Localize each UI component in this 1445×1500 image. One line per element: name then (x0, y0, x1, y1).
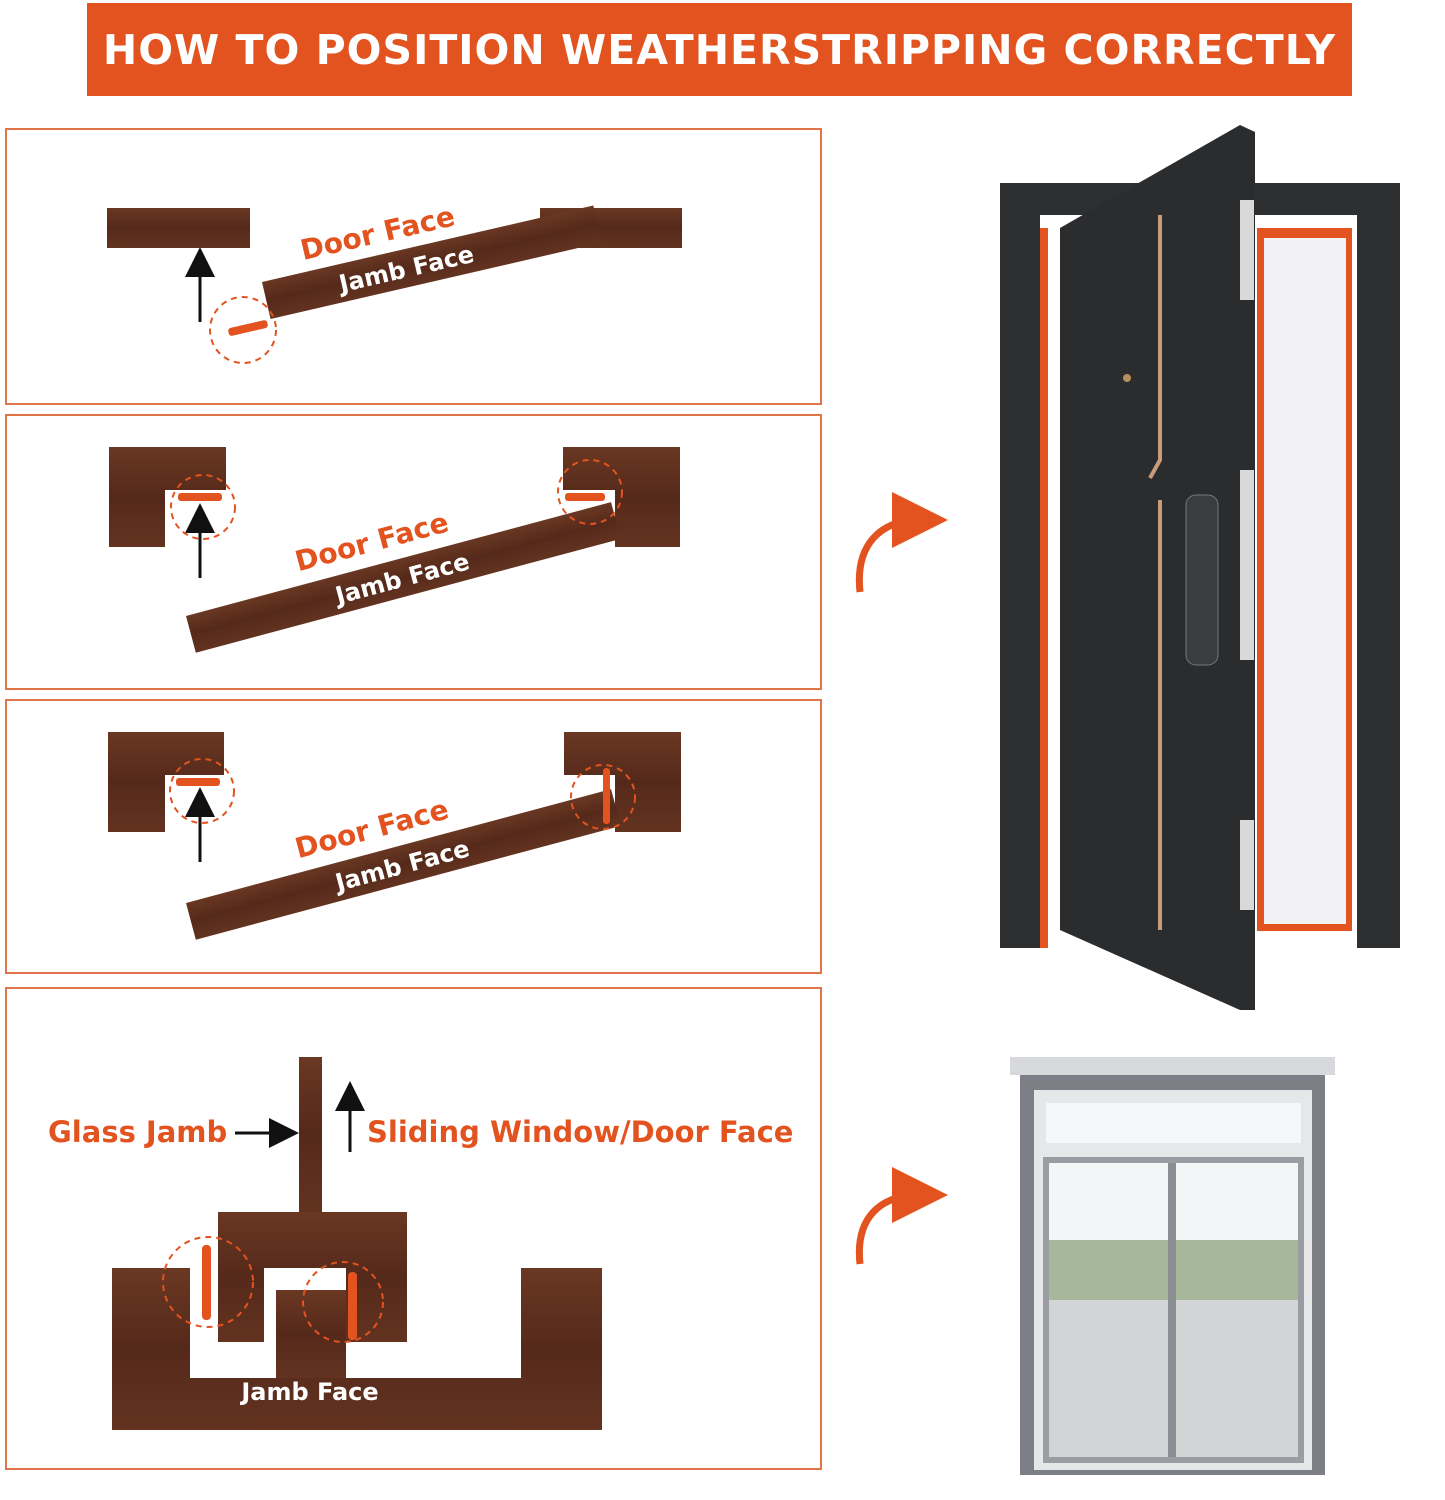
highlight-circle (169, 758, 235, 824)
highlight-circle (162, 1236, 254, 1328)
panel-4-diagram: Jamb Face Glass Jamb Sliding Window/Door… (48, 1057, 793, 1430)
door-bar (262, 205, 602, 320)
door-leaf (1060, 125, 1255, 1010)
highlight-circle (170, 474, 236, 540)
frame-block-left (109, 447, 226, 547)
frame-block-left (107, 208, 250, 248)
frame-block-left (108, 732, 224, 832)
weatherstrip (565, 493, 605, 501)
glass-jamb-label: Glass Jamb (48, 1115, 227, 1149)
weatherstrip (348, 1272, 357, 1340)
sliding-face-label: Sliding Window/Door Face (367, 1115, 793, 1149)
title-banner: HOW TO POSITION WEATHERSTRIPPING CORRECT… (87, 3, 1352, 96)
jamb-channel (112, 1268, 602, 1430)
sliding-sash (218, 1212, 407, 1342)
curved-arrow-icon (855, 492, 948, 593)
weatherstrip (176, 778, 220, 786)
panel-4-frame (5, 987, 822, 1470)
panel-3-diagram: Jamb Face Door Face (108, 732, 681, 940)
weatherstrip (178, 493, 222, 501)
panel-2-diagram: Jamb Face Door Face (109, 447, 680, 653)
highlight-circle (570, 764, 636, 830)
highlight-circle (302, 1261, 384, 1343)
sliding-window-illustration (1010, 1057, 1335, 1475)
panel-1-diagram: Jamb Face Door Face (107, 199, 682, 364)
highlight-circle (557, 459, 623, 525)
smart-lock-handle (1185, 494, 1219, 666)
center-rail (276, 1290, 346, 1378)
panel-2-frame (5, 414, 822, 690)
weatherstrip (603, 768, 610, 824)
weatherstrip (228, 320, 268, 336)
highlight-circle (209, 296, 277, 364)
door-bar (186, 789, 621, 940)
panel-1-frame (5, 128, 822, 405)
panel-3-frame (5, 699, 822, 974)
glass-pane (299, 1057, 322, 1212)
weatherstrip (202, 1245, 211, 1320)
curved-arrow-icon (855, 1167, 948, 1265)
door-bar (186, 502, 621, 653)
page-title: HOW TO POSITION WEATHERSTRIPPING CORRECT… (102, 25, 1337, 74)
door-illustration (1000, 125, 1400, 1010)
jamb-face-label: Jamb Face (239, 1378, 378, 1406)
frame-block-right (564, 732, 681, 832)
